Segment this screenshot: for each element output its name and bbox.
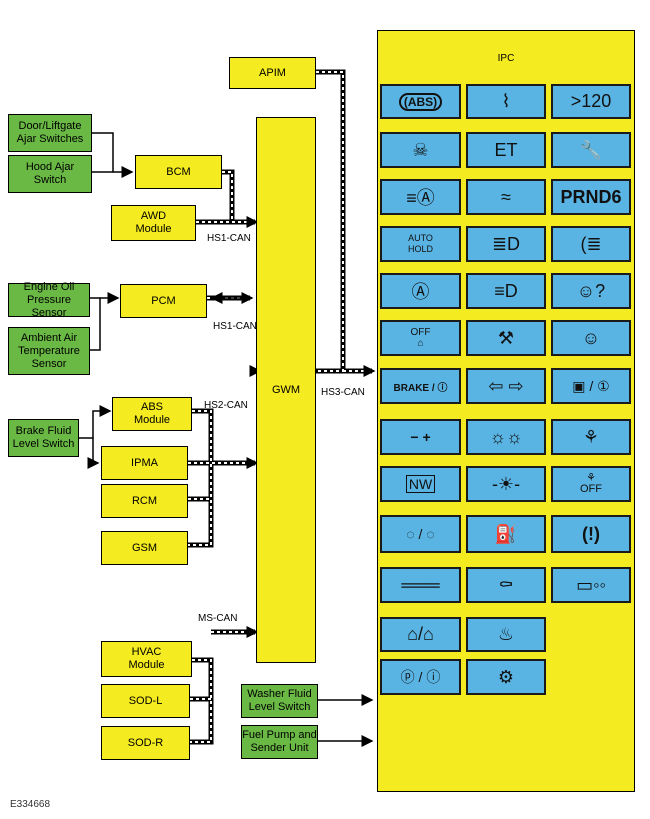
tire-pressure-icon: (!) [551, 515, 631, 553]
prnd-icon: PRND6 [551, 179, 631, 215]
pcm-module: PCM [120, 284, 207, 318]
bcm-module: BCM [135, 155, 222, 189]
heated-windshield-icon: ♨ [466, 617, 546, 652]
oil-pressure-icon: ⚰ [466, 567, 546, 603]
gsm-module: GSM [101, 531, 188, 565]
speed-limit-icon: ▣ / ① [551, 368, 631, 404]
ipc-title: IPC [497, 53, 515, 64]
sod-l-module: SOD-L [101, 684, 190, 718]
auto-headlamp-icon: ≡Ⓐ [380, 179, 461, 215]
ms-can-label: MS-CAN [198, 613, 238, 624]
nw-icon: NW [380, 466, 461, 502]
seatbelt-question-icon: ☺? [551, 273, 631, 309]
door-liftgate-switches: Door/Liftgate Ajar Switches [8, 114, 92, 152]
bulb-failure-icon: -☀- [466, 466, 546, 502]
turn-signal-icon: ⇦ ⇨ [466, 368, 546, 404]
traction-off-icon: ⚘ OFF [551, 466, 631, 502]
wrench-icon: 🔧 [551, 132, 631, 168]
rear-fog-icon: (≣ [551, 226, 631, 262]
hs3-can-label: HS3-CAN [321, 387, 365, 398]
et-icon: ET [466, 132, 546, 168]
abs-warning-icon: (ABS) [380, 84, 461, 119]
awd-module: AWD Module [111, 205, 196, 241]
check-engine-icon: ⚙ [466, 659, 546, 695]
ipma-module: IPMA [101, 446, 188, 480]
fuel-pump-sender-unit: Fuel Pump and Sender Unit [241, 725, 318, 759]
figure-id: E334668 [10, 799, 51, 810]
sod-r-module: SOD-R [101, 726, 190, 760]
front-fog-icon: ≣D [466, 226, 546, 262]
cruise-control-icon: ◌ / ◌ [380, 515, 461, 553]
fuel-icon: ⛽ [466, 515, 546, 553]
battery-icon: − + [380, 419, 461, 455]
washer-icon: ≈ [466, 179, 546, 215]
hs1-can-label-2: HS1-CAN [213, 321, 257, 332]
hs2-can-label: HS2-CAN [204, 400, 248, 411]
high-beam-icon: ≡D [466, 273, 546, 309]
coolant-temp-icon: ⌇ [466, 84, 546, 119]
ambient-air-temperature-sensor: Ambient Air Temperature Sensor [8, 327, 90, 375]
engine-oil-pressure-sensor: Engine Oil Pressure Sensor [8, 281, 90, 319]
rcm-module: RCM [101, 484, 188, 518]
side-lamp-icon: ☼☼ [466, 419, 546, 455]
speed-over-120-icon: >120 [551, 84, 631, 119]
door-open-icon: ⌂/⌂ [380, 617, 461, 652]
abs-module: ABS Module [112, 397, 192, 431]
hs1-can-label: HS1-CAN [207, 233, 251, 244]
brake-warning-icon: BRAKE / ⓘ [380, 368, 461, 404]
auto-hold-icon: AUTO HOLD [380, 226, 461, 262]
airbag-icon: ☠ [380, 132, 461, 168]
airbag-off-icon: OFF ⌂ [380, 320, 461, 356]
seatbelt-icon: ☺ [551, 320, 631, 356]
traction-control-icon: ⚘ [551, 419, 631, 455]
lane-keeping-icon: ═══ [380, 567, 461, 603]
trailer-icon: ▭◦◦ [551, 567, 631, 603]
gwm-module: GWM [256, 117, 316, 663]
auto-start-stop-icon: Ⓐ [380, 273, 461, 309]
hvac-module: HVAC Module [101, 641, 192, 677]
brake-fluid-level-switch: Brake Fluid Level Switch [8, 419, 79, 457]
blind-spot-icon: ⚒ [466, 320, 546, 356]
electric-park-brake-icon: ⓟ / ⓘ [380, 659, 461, 695]
apim-module: APIM [229, 57, 316, 89]
washer-fluid-level-switch: Washer Fluid Level Switch [241, 684, 318, 718]
hood-ajar-switch: Hood Ajar Switch [8, 155, 92, 193]
